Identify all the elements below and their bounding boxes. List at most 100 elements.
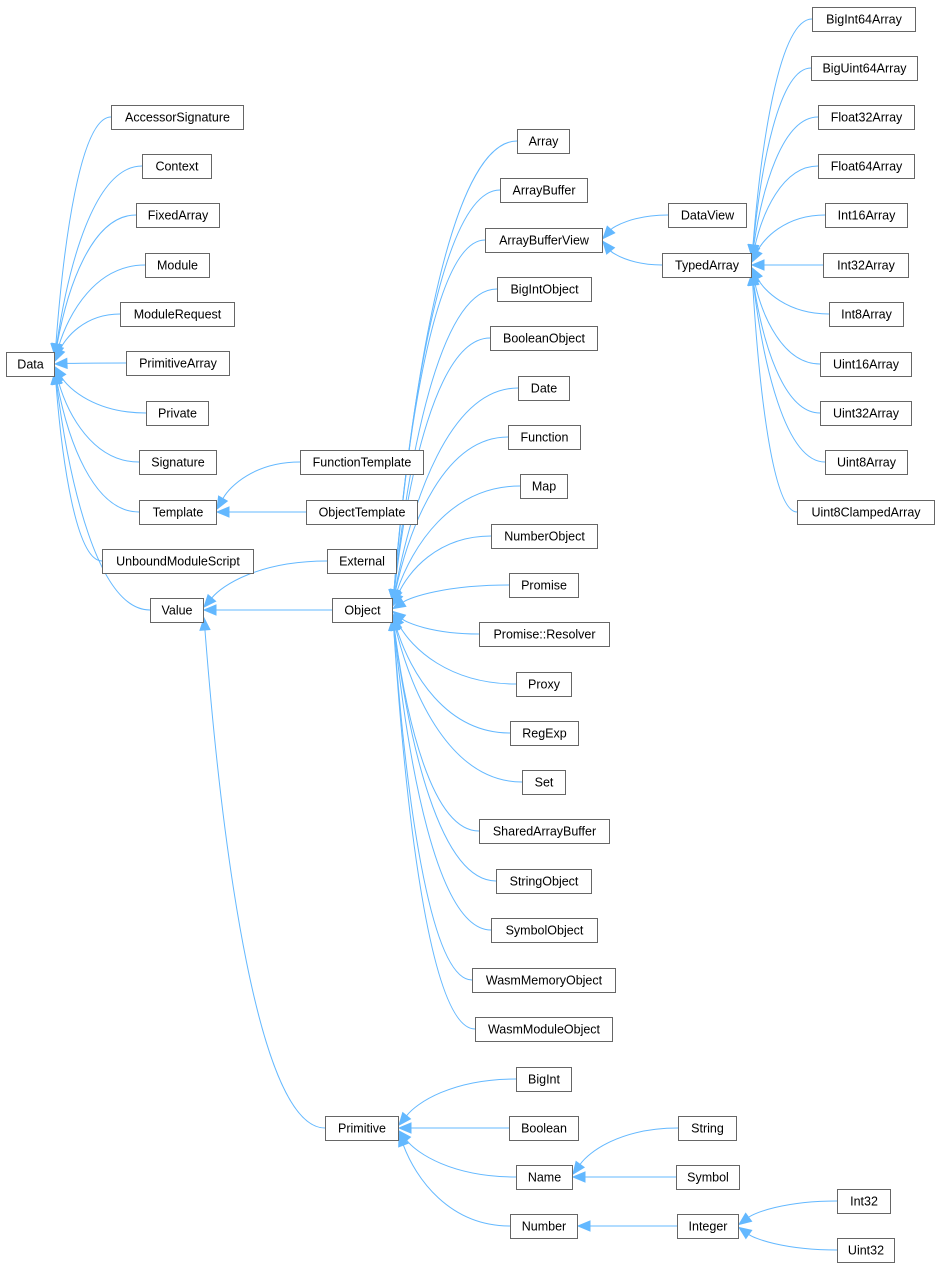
class-node-signature[interactable]: Signature: [139, 450, 217, 475]
edge-biguint64_array-to-typed_array: [752, 67, 812, 246]
class-node-promise[interactable]: Promise: [509, 573, 579, 598]
class-node-private[interactable]: Private: [146, 401, 209, 426]
class-node-module[interactable]: Module: [145, 253, 210, 278]
class-node-external[interactable]: External: [327, 549, 397, 574]
class-node-data[interactable]: Data: [6, 352, 55, 377]
class-node-name[interactable]: Name: [516, 1165, 573, 1190]
node-label: Name: [528, 1171, 561, 1185]
node-label: BigUint64Array: [822, 62, 907, 76]
class-node-boolean-object[interactable]: BooleanObject: [490, 326, 598, 351]
node-box: [662, 253, 752, 278]
node-box: [150, 598, 204, 623]
class-node-bigint-object[interactable]: BigIntObject: [497, 277, 592, 302]
node-label: BigInt: [528, 1073, 560, 1087]
node-box: [837, 1189, 891, 1214]
class-node-uint16-array[interactable]: Uint16Array: [820, 352, 912, 377]
class-node-unbound-module-script[interactable]: UnboundModuleScript: [102, 549, 254, 574]
class-node-wasm-module-object[interactable]: WasmModuleObject: [475, 1017, 613, 1042]
node-label: Uint8ClampedArray: [811, 506, 921, 520]
edge-date-to-object: [394, 387, 519, 591]
class-node-int32[interactable]: Int32: [837, 1189, 891, 1214]
node-box: [516, 672, 572, 697]
arrowhead-typed_array: [747, 271, 759, 286]
edge-template-to-data: [56, 383, 140, 513]
node-box: [496, 869, 592, 894]
class-node-data-view[interactable]: DataView: [668, 203, 747, 228]
class-node-int16-array[interactable]: Int16Array: [825, 203, 908, 228]
edge-function-to-object: [395, 436, 509, 591]
class-node-template[interactable]: Template: [139, 500, 217, 525]
class-node-symbol-object[interactable]: SymbolObject: [491, 918, 598, 943]
node-label: SymbolObject: [506, 924, 584, 938]
edge-bigint-to-primitive: [406, 1078, 517, 1117]
class-node-array[interactable]: Array: [517, 129, 570, 154]
class-node-date[interactable]: Date: [518, 376, 570, 401]
node-label: TypedArray: [675, 259, 740, 273]
node-label: Primitive: [338, 1122, 386, 1136]
class-node-boolean[interactable]: Boolean: [509, 1116, 579, 1141]
class-node-number-object[interactable]: NumberObject: [491, 524, 598, 549]
class-node-float32-array[interactable]: Float32Array: [818, 105, 915, 130]
arrowhead-name: [571, 1171, 586, 1183]
class-node-module-request[interactable]: ModuleRequest: [120, 302, 235, 327]
class-node-set[interactable]: Set: [522, 770, 566, 795]
class-node-shared-array-buffer[interactable]: SharedArrayBuffer: [479, 819, 610, 844]
class-node-typed-array[interactable]: TypedArray: [662, 253, 752, 278]
node-label: ModuleRequest: [134, 308, 222, 322]
node-box: [510, 1214, 578, 1239]
node-label: DataView: [681, 209, 735, 223]
arrowhead-typed_array: [750, 259, 765, 271]
class-node-uint32[interactable]: Uint32: [837, 1238, 895, 1263]
node-label: Date: [531, 382, 557, 396]
node-label: Map: [532, 480, 556, 494]
class-node-accessor-signature[interactable]: AccessorSignature: [111, 105, 244, 130]
class-node-integer[interactable]: Integer: [677, 1214, 739, 1239]
class-node-proxy[interactable]: Proxy: [516, 672, 572, 697]
class-node-bigint[interactable]: BigInt: [516, 1067, 572, 1092]
class-node-int8-array[interactable]: Int8Array: [829, 302, 904, 327]
arrowhead-integer: [737, 1226, 753, 1240]
class-node-bigint64-array[interactable]: BigInt64Array: [812, 7, 916, 32]
class-node-function[interactable]: Function: [508, 425, 581, 450]
node-box: [818, 154, 915, 179]
class-node-wasm-memory-object[interactable]: WasmMemoryObject: [472, 968, 616, 993]
class-node-biguint64-array[interactable]: BigUint64Array: [811, 56, 918, 81]
class-node-array-buffer[interactable]: ArrayBuffer: [500, 178, 588, 203]
node-box: [306, 500, 418, 525]
class-node-primitive-array[interactable]: PrimitiveArray: [126, 351, 230, 376]
node-box: [491, 524, 598, 549]
class-node-uint32-array[interactable]: Uint32Array: [820, 401, 912, 426]
node-label: Context: [155, 160, 199, 174]
class-node-value[interactable]: Value: [150, 598, 204, 623]
node-box: [491, 918, 598, 943]
class-node-promise-resolver[interactable]: Promise::Resolver: [479, 622, 610, 647]
class-node-context[interactable]: Context: [142, 154, 212, 179]
node-box: [509, 1116, 579, 1141]
node-label: StringObject: [510, 875, 579, 889]
class-node-string[interactable]: String: [678, 1116, 737, 1141]
node-label: Value: [161, 604, 192, 618]
class-node-int32-array[interactable]: Int32Array: [823, 253, 909, 278]
class-node-object-template[interactable]: ObjectTemplate: [306, 500, 418, 525]
class-node-symbol[interactable]: Symbol: [676, 1165, 740, 1190]
class-node-object[interactable]: Object: [332, 598, 393, 623]
class-node-array-buffer-view[interactable]: ArrayBufferView: [485, 228, 603, 253]
node-label: WasmModuleObject: [488, 1023, 601, 1037]
class-node-uint8-clamped-array[interactable]: Uint8ClampedArray: [797, 500, 935, 525]
class-node-map[interactable]: Map: [520, 474, 568, 499]
class-node-regexp[interactable]: RegExp: [510, 721, 579, 746]
class-node-function-template[interactable]: FunctionTemplate: [300, 450, 424, 475]
class-node-string-object[interactable]: StringObject: [496, 869, 592, 894]
node-label: Uint32: [848, 1244, 884, 1258]
class-node-number[interactable]: Number: [510, 1214, 578, 1239]
class-node-uint8-array[interactable]: Uint8Array: [825, 450, 908, 475]
edge-number_object-to-object: [397, 535, 492, 595]
class-node-primitive[interactable]: Primitive: [325, 1116, 399, 1141]
class-node-float64-array[interactable]: Float64Array: [818, 154, 915, 179]
node-label: Int16Array: [838, 209, 896, 223]
node-box: [111, 105, 244, 130]
node-label: ArrayBufferView: [499, 234, 590, 248]
class-node-fixed-array[interactable]: FixedArray: [136, 203, 220, 228]
class-nodes: Data AccessorSignatureContextFixedArrayMo…: [6, 7, 935, 1263]
node-box: [509, 573, 579, 598]
